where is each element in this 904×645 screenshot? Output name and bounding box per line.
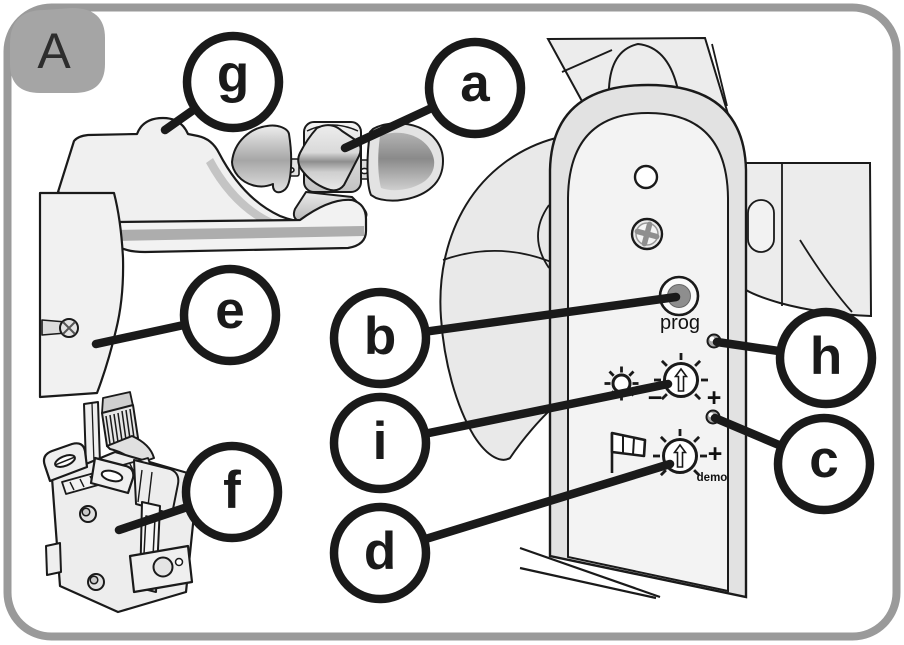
sensor-neck bbox=[83, 391, 155, 466]
base-line bbox=[519, 546, 661, 599]
cover-plate bbox=[38, 191, 125, 399]
dial-arrow-icon bbox=[673, 367, 689, 392]
light-sensitivity-dial bbox=[654, 353, 708, 401]
callout-a-label: a bbox=[460, 54, 490, 113]
figure-frame bbox=[3, 3, 901, 641]
callout-d: d bbox=[329, 502, 431, 604]
callout-g: g bbox=[182, 31, 284, 133]
base-line bbox=[519, 566, 657, 600]
callout-line-d bbox=[375, 459, 675, 558]
callout-f: f bbox=[181, 441, 283, 543]
callout-g-label: g bbox=[217, 45, 249, 104]
callout-c: c bbox=[773, 413, 875, 515]
wind-dial-demo-label: demo bbox=[697, 472, 728, 484]
rotor-blade-center bbox=[297, 124, 362, 192]
callout-h: h bbox=[775, 307, 877, 409]
prog-label: prog bbox=[660, 312, 700, 334]
panel-hole bbox=[633, 164, 659, 190]
callout-a: a bbox=[424, 37, 526, 139]
callout-h-label: h bbox=[810, 327, 842, 386]
figure-badge bbox=[10, 8, 105, 93]
light-dial-plus-label: + bbox=[707, 384, 722, 412]
wind-dial-plus-label: + bbox=[708, 440, 723, 468]
control-panel: prog − + bbox=[519, 83, 748, 600]
callout-f-label: f bbox=[223, 461, 241, 520]
callout-e: e bbox=[179, 264, 281, 366]
rotor-blade-right-shading bbox=[378, 132, 435, 191]
wind-sensor bbox=[38, 116, 444, 614]
figure-badge-label: A bbox=[37, 23, 71, 79]
callout-b: b bbox=[329, 287, 431, 389]
panel-screw-icon bbox=[630, 217, 664, 251]
callout-d-label: d bbox=[364, 522, 396, 581]
base-plate-stripe bbox=[113, 226, 364, 241]
arm-hood bbox=[608, 42, 678, 97]
callout-i-label: i bbox=[373, 412, 388, 471]
windsock-icon bbox=[610, 431, 647, 473]
bracket-knob bbox=[152, 556, 174, 578]
callout-e-label: e bbox=[215, 281, 244, 340]
callout-circles: g a e b i d f h bbox=[179, 31, 877, 604]
callout-b-label: b bbox=[364, 307, 396, 366]
callout-i: i bbox=[329, 392, 431, 494]
callout-c-label: c bbox=[809, 430, 838, 489]
awning-housing bbox=[745, 162, 873, 318]
dial-arrow-icon bbox=[672, 443, 688, 468]
rotor-blade-left bbox=[231, 124, 293, 194]
awning-fabric bbox=[439, 136, 563, 461]
cover-plate-screw-icon bbox=[59, 318, 79, 338]
